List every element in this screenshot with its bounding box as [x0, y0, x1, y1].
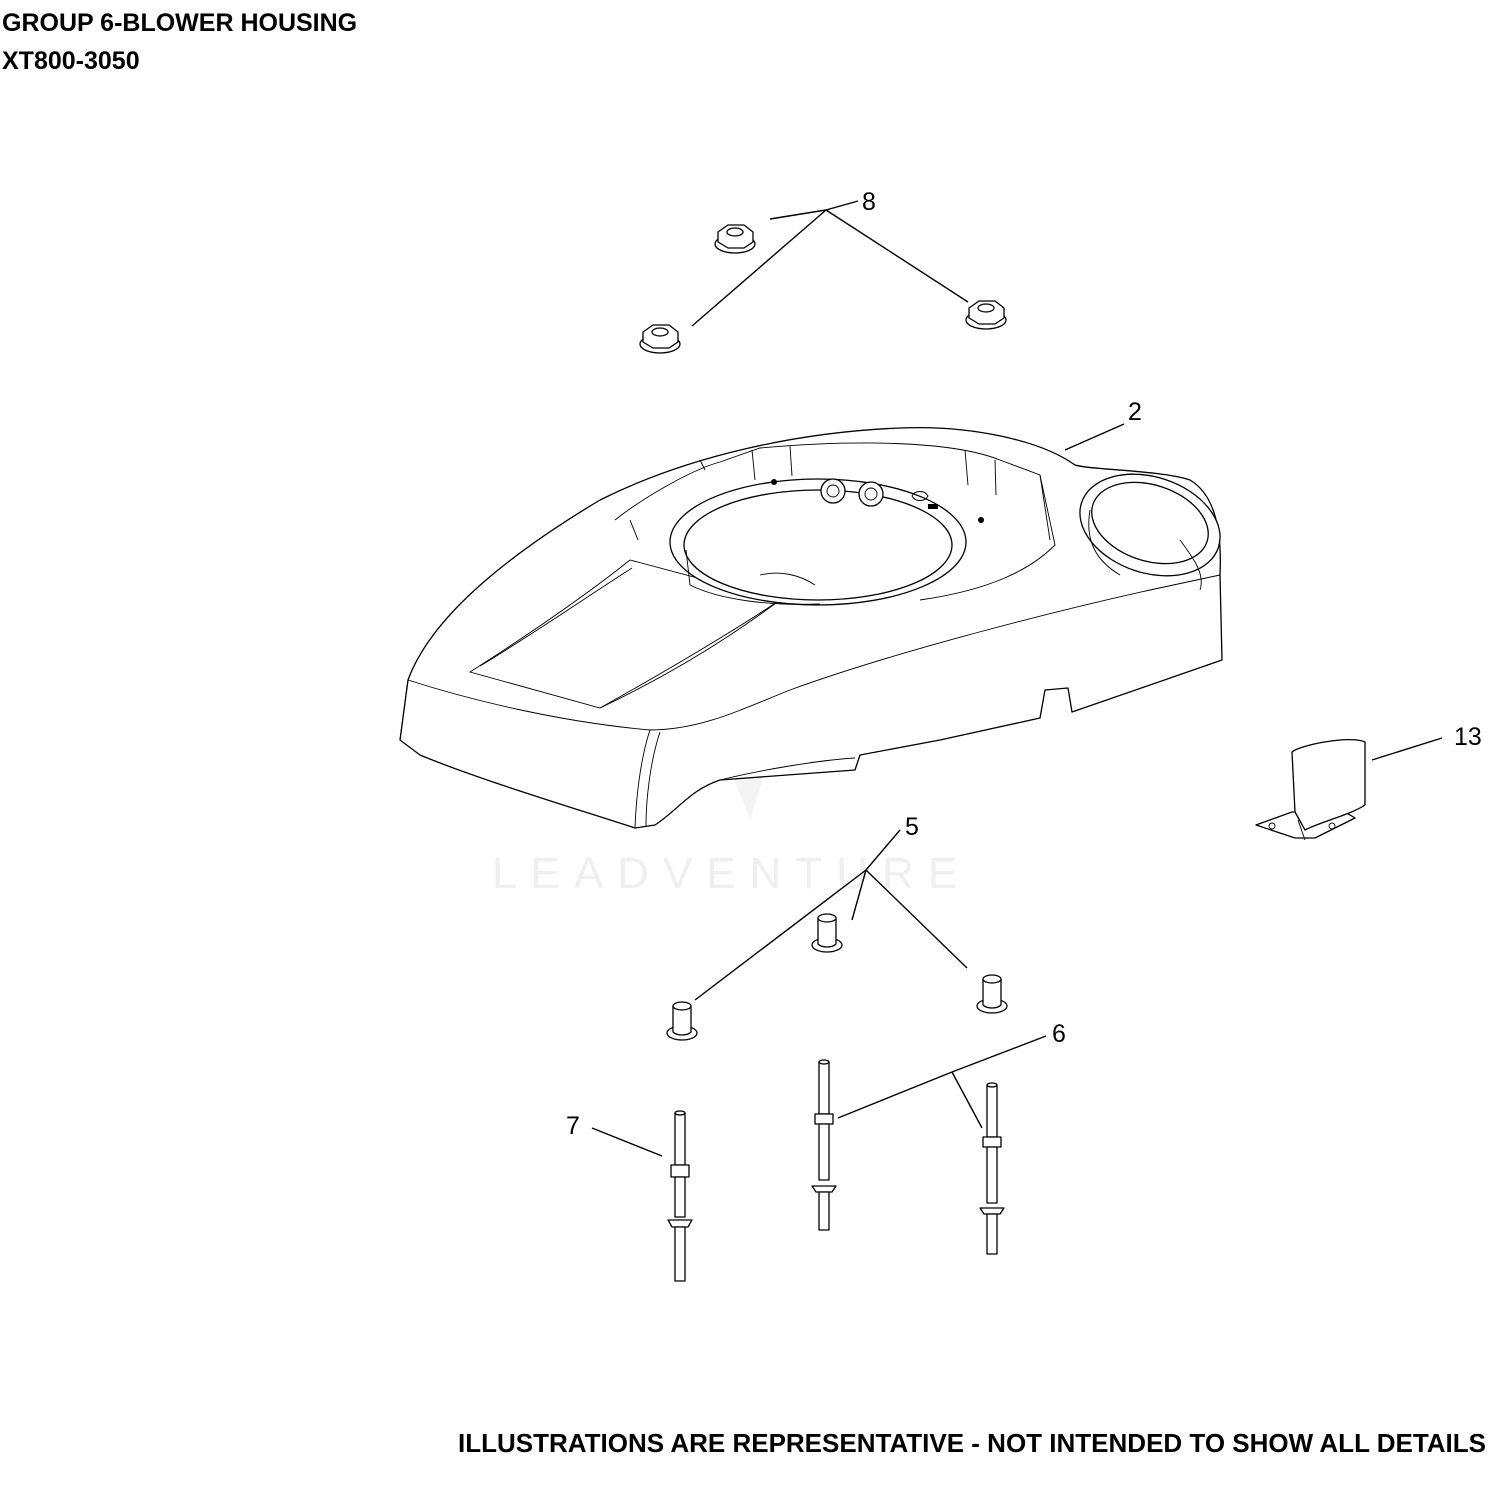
callout-2: 2 — [1128, 398, 1142, 426]
flange-nut — [714, 224, 756, 254]
callout-6: 6 — [1052, 1020, 1066, 1048]
page-title: GROUP 6-BLOWER HOUSING — [2, 9, 358, 37]
callout-5: 5 — [905, 813, 919, 841]
watermark-text: LEADVENTURE — [492, 849, 971, 898]
flange-nut — [639, 324, 681, 354]
flange-nut — [965, 300, 1007, 330]
leader-lines-2 — [1064, 423, 1125, 451]
leader-lines-6 — [837, 1035, 1047, 1129]
model-number: XT800-3050 — [2, 47, 140, 75]
blower-housing — [399, 426, 1223, 829]
callout-7: 7 — [566, 1112, 580, 1140]
leader-lines-7 — [591, 1127, 663, 1157]
stud — [811, 1059, 837, 1231]
air-baffle — [1255, 738, 1366, 841]
stud — [667, 1110, 693, 1282]
callout-13: 13 — [1454, 723, 1482, 751]
spacer — [666, 1001, 698, 1041]
callout-8: 8 — [862, 188, 876, 216]
leader-lines-13 — [1371, 737, 1443, 761]
leader-lines-8 — [691, 200, 969, 327]
spacer — [976, 974, 1008, 1014]
stud — [979, 1082, 1005, 1255]
disclaimer-note: ILLUSTRATIONS ARE REPRESENTATIVE - NOT I… — [458, 1428, 1486, 1458]
leader-lines-5 — [694, 829, 968, 1001]
spacer — [811, 913, 843, 953]
